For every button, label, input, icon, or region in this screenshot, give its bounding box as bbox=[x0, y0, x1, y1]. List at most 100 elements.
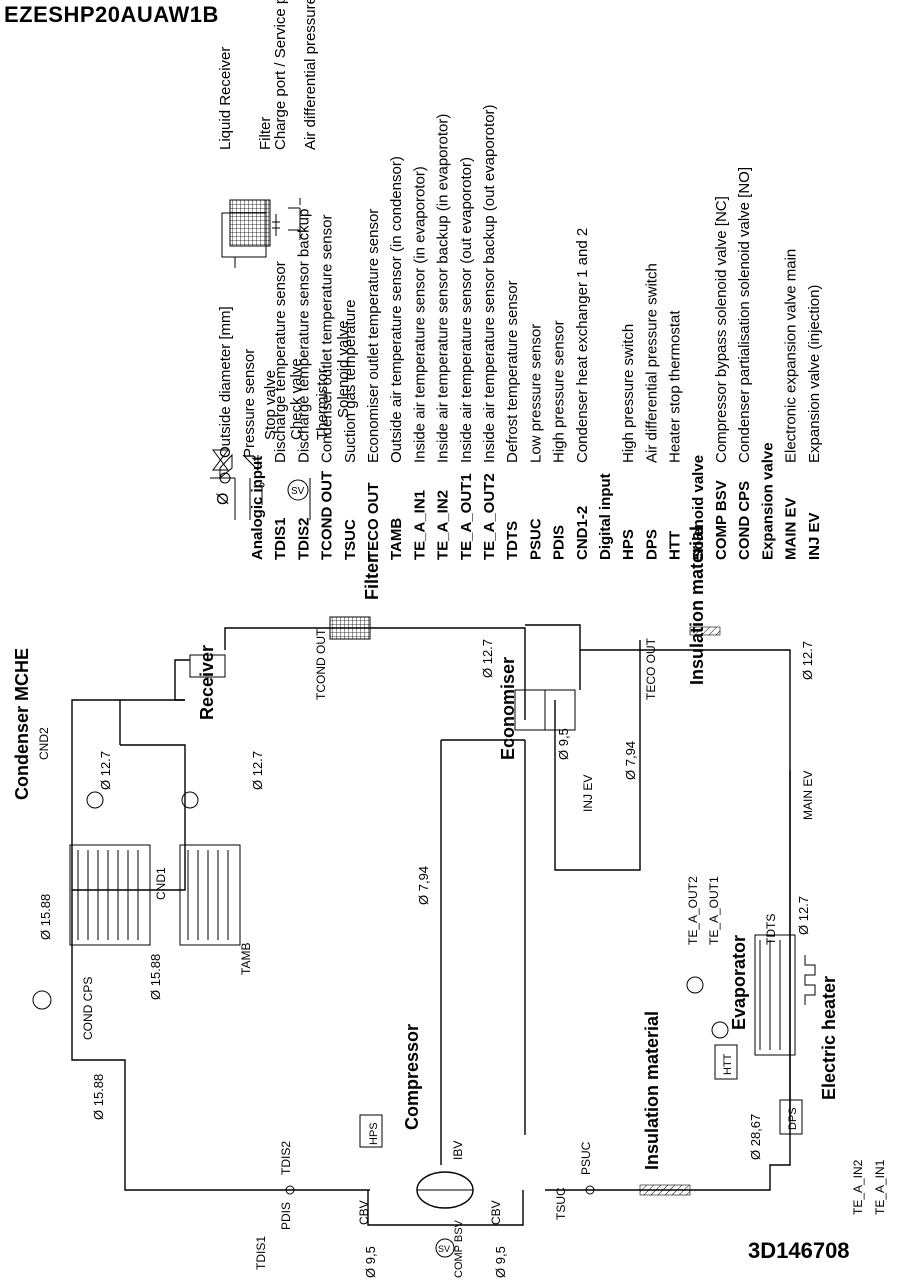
legend-label-liquid-receiver: Liquid Receiver bbox=[217, 47, 234, 150]
label-cnd1: CND1 bbox=[154, 867, 168, 900]
label-d127-a: Ø 12.7 bbox=[98, 751, 113, 790]
legend-code: TSUC bbox=[342, 519, 359, 560]
legend-code: TDIS1 bbox=[272, 517, 289, 560]
solenoid-valve-cond-cps[interactable] bbox=[32, 990, 52, 1010]
label-inj-ev: INJ EV bbox=[581, 775, 595, 812]
legend-description: Inside air temperature sensor backup (ou… bbox=[481, 104, 498, 463]
label-te-a-out2: TE_A_OUT2 bbox=[686, 876, 700, 945]
liquid-receiver[interactable] bbox=[189, 654, 226, 678]
label-d127-c: Ø 12.7 bbox=[480, 639, 495, 678]
legend-label-stop-valve: Stop valve bbox=[262, 370, 279, 440]
legend-code: COND CPS bbox=[736, 481, 753, 560]
label-receiver: Receiver bbox=[197, 645, 217, 720]
label-hps: HPS bbox=[368, 1122, 380, 1145]
label-cond-cps: COND CPS bbox=[81, 977, 95, 1040]
legend-description: Expansion valve (injection) bbox=[806, 285, 823, 463]
legend-code: TE_A_OUT1 bbox=[458, 473, 475, 560]
label-tdis1: TDIS1 bbox=[254, 1236, 268, 1270]
filter-component[interactable] bbox=[329, 616, 371, 640]
legend-section-heading: Analogic input bbox=[249, 456, 266, 560]
label-d127-b: Ø 12.7 bbox=[250, 751, 265, 790]
electric-heater-component[interactable] bbox=[804, 955, 816, 1005]
legend-label-air-switch: Air differential pressure switch bbox=[302, 0, 319, 150]
legend-description: Suction gas temperature bbox=[342, 300, 359, 463]
label-economiser: Economiser bbox=[498, 657, 518, 760]
legend-label-solenoid-valve: Solenoid valve bbox=[335, 320, 352, 418]
label-comp-bsv: COMP BSV bbox=[453, 1219, 465, 1278]
legend-code: TE_A_OUT2 bbox=[481, 473, 498, 560]
legend-description: High pressure switch bbox=[620, 324, 637, 463]
label-cnd2: CND2 bbox=[37, 727, 51, 760]
insulation-bottom bbox=[639, 1184, 691, 1196]
hps-box[interactable] bbox=[359, 1114, 383, 1148]
label-main-ev: MAIN EV bbox=[801, 771, 815, 820]
legend-section-heading: Solenoid valve bbox=[690, 455, 707, 560]
label-te-a-in1: TE_A_IN1 bbox=[873, 1159, 887, 1215]
comp-bsv-sv-text: SV bbox=[438, 1244, 450, 1254]
legend-code: COMP BSV bbox=[713, 480, 730, 560]
legend-code: PSUC bbox=[527, 518, 544, 560]
legend-section-heading: Expansion valve bbox=[759, 442, 776, 560]
dps-box[interactable] bbox=[779, 1099, 803, 1135]
label-d1588-a: Ø 15.88 bbox=[38, 894, 53, 940]
label-tsuc: TSUC bbox=[554, 1187, 568, 1220]
economiser-component[interactable] bbox=[514, 689, 576, 731]
label-d2867: Ø 28,67 bbox=[748, 1114, 763, 1160]
legend-description: High pressure sensor bbox=[551, 320, 568, 463]
check-valve-icon bbox=[242, 454, 259, 520]
label-cbv-left: CBV bbox=[357, 1200, 371, 1225]
label-ibv: IBV bbox=[451, 1141, 465, 1160]
pdis-sensor-icon bbox=[285, 1185, 295, 1195]
label-te-a-in2: TE_A_IN2 bbox=[851, 1159, 865, 1215]
label-d1588-c: Ø 15.88 bbox=[91, 1074, 106, 1120]
label-d127-d: Ø 12.7 bbox=[800, 641, 815, 680]
label-compressor: Compressor bbox=[402, 1024, 422, 1130]
label-evaporator: Evaporator bbox=[729, 935, 749, 1030]
legend-label-check-valve: Check valve bbox=[288, 358, 305, 440]
legend-code: TE_A_IN2 bbox=[435, 490, 452, 560]
compressor-component[interactable] bbox=[416, 1171, 474, 1209]
legend-label-pressure-sensor: Pressure sensor bbox=[241, 349, 258, 458]
condenser-mche[interactable] bbox=[69, 844, 151, 946]
legend-label-charge-port: Charge port / Service port bbox=[272, 0, 289, 150]
legend-description: Heater stop thermostat bbox=[667, 310, 684, 463]
label-d95-b: Ø 9,5 bbox=[363, 1246, 378, 1278]
legend-description: Economiser outlet temperature sensor bbox=[365, 209, 382, 463]
pressure-sensors bbox=[285, 1185, 595, 1195]
document-number: 3D146708 bbox=[748, 1238, 850, 1263]
label-tcond-out: TCOND OUT bbox=[314, 628, 328, 700]
solenoid-valve-icon: SV bbox=[287, 478, 311, 520]
legend-code: TE_A_IN1 bbox=[411, 490, 428, 560]
label-d95-c: Ø 9,5 bbox=[493, 1246, 508, 1278]
air-switch-icon bbox=[288, 198, 301, 240]
legend-description: Condenser partialisation solenoid valve … bbox=[736, 167, 753, 463]
psuc-sensor-icon bbox=[585, 1185, 595, 1195]
label-teco-out: TECO OUT bbox=[644, 637, 658, 700]
legend-code: TCOND OUT bbox=[319, 471, 336, 560]
filter-icon bbox=[229, 199, 271, 247]
label-filter: Filter bbox=[362, 556, 382, 600]
legend-description: Inside air temperature sensor backup (in… bbox=[435, 114, 452, 463]
legend-code: TAMB bbox=[388, 518, 405, 560]
legend-code: HTT bbox=[667, 531, 684, 560]
legend-symbols-right: Liquid Receiver Filter Charge port / Ser… bbox=[217, 0, 319, 268]
model-title: EZESHP20AUAW1B bbox=[4, 2, 219, 27]
label-htt: HTT bbox=[722, 1053, 734, 1075]
label-electric-heater: Electric heater bbox=[819, 976, 839, 1100]
legend-description: Air differential pressure switch bbox=[643, 263, 660, 463]
legend-code: MAIN EV bbox=[783, 497, 800, 560]
condenser-fan-icon bbox=[86, 791, 199, 809]
legend-code: INJ EV bbox=[806, 512, 823, 560]
legend-description: Defrost temperature sensor bbox=[504, 280, 521, 463]
condenser-cnd1[interactable] bbox=[179, 844, 241, 946]
label-tdts: TDTS bbox=[764, 914, 778, 945]
legend-code: HPS bbox=[620, 529, 637, 560]
legend-label-filter: Filter bbox=[257, 117, 274, 150]
htt-box[interactable] bbox=[714, 1044, 738, 1080]
charge-port-icon bbox=[272, 214, 280, 236]
evaporator-component[interactable] bbox=[754, 934, 796, 1056]
solenoid-valve-comp-bsv[interactable]: SV bbox=[435, 1238, 455, 1258]
legend-description: Condenser heat exchanger 1 and 2 bbox=[574, 228, 591, 463]
insulation-top bbox=[689, 626, 721, 636]
label-d794-a: Ø 7,94 bbox=[416, 866, 431, 905]
